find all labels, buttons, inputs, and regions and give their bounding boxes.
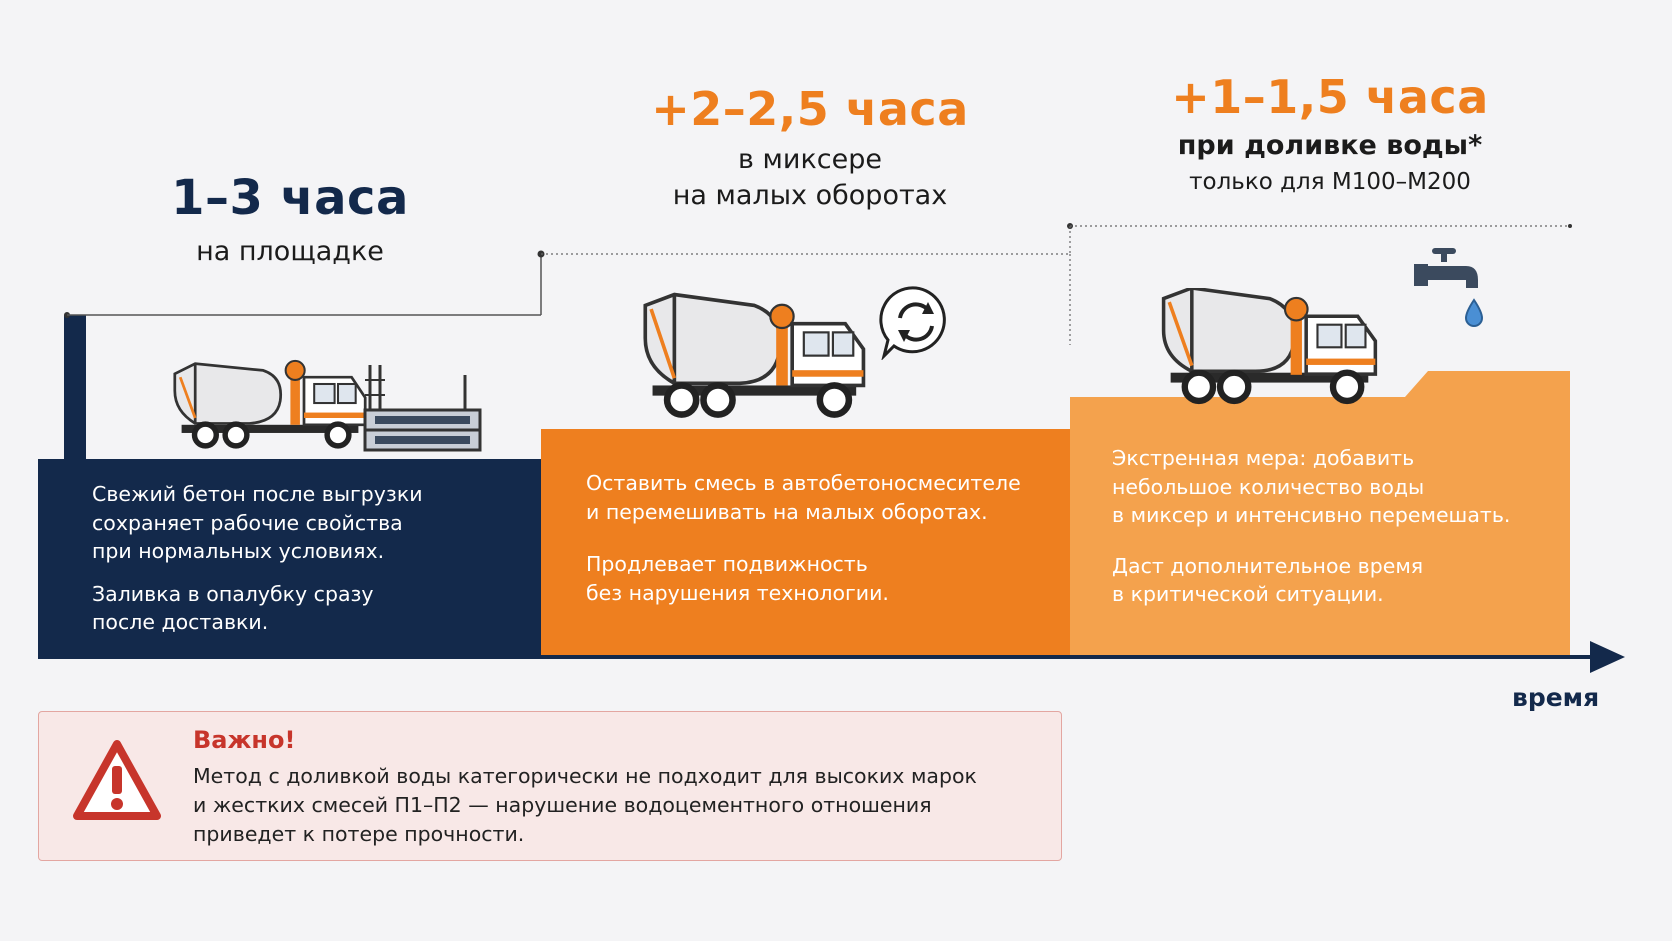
stage1-block bbox=[38, 459, 542, 659]
stage2-subtitle2: на малых оборотах bbox=[672, 180, 948, 211]
warning-text: Метод с доливкой воды категорически не п… bbox=[193, 764, 977, 846]
warning-triangle-icon bbox=[73, 740, 161, 820]
stage2-subtitle: в миксере bbox=[738, 144, 882, 175]
rotation-arrows-icon bbox=[879, 286, 946, 360]
time-axis-arrow bbox=[1590, 641, 1625, 673]
stage3-block bbox=[1070, 371, 1570, 655]
time-axis-label: время bbox=[1512, 683, 1600, 712]
concrete-mixer-truck-icon bbox=[1161, 288, 1378, 405]
concrete-mixer-truck-icon bbox=[173, 359, 367, 449]
stage1-title: 1–3 часа bbox=[171, 170, 409, 226]
stage1-description: Свежий бетон после выгрузки сохраняет ра… bbox=[92, 482, 423, 634]
construction-site-icon bbox=[363, 365, 482, 452]
stage3-subtitle2: только для М100–М200 bbox=[1189, 169, 1471, 195]
stage1-subtitle: на площадке bbox=[196, 236, 384, 267]
stage3-title: +1–1,5 часа bbox=[1171, 70, 1489, 124]
stage2-block bbox=[541, 429, 1070, 659]
stage3-subtitle: при доливке воды* bbox=[1177, 130, 1483, 161]
warning-title: Важно! bbox=[193, 726, 296, 754]
warning-box: Важно! Метод с доливкой воды категоричес… bbox=[38, 711, 1062, 861]
concrete-mixer-truck-icon bbox=[643, 292, 866, 418]
water-tap-icon bbox=[1414, 248, 1484, 327]
stage2-description: Оставить смесь в автобетоносмесителе и п… bbox=[586, 471, 1021, 605]
stage1-pillar bbox=[64, 315, 86, 461]
stage2-title: +2–2,5 часа bbox=[651, 82, 969, 136]
stage3-description: Экстренная мера: добавить небольшое коли… bbox=[1112, 446, 1511, 606]
